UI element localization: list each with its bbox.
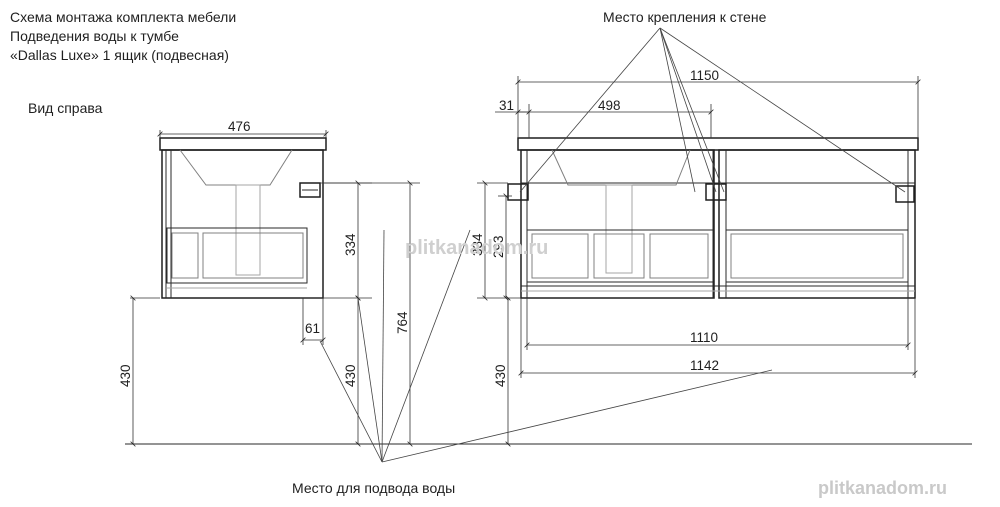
wall-mount-label: Место крепления к стене — [603, 9, 767, 25]
front-wall-bracket-2 — [705, 183, 727, 201]
dim-front-293: 293 — [491, 235, 506, 258]
dim-front-1110: 1110 — [690, 330, 718, 345]
side-siphon — [235, 184, 261, 276]
side-dimensions: 476 334 764 430 430 61 — [118, 119, 420, 447]
side-countertop — [159, 137, 327, 151]
front-dimensions: 1150 31 498 334 293 430 1110 1142 — [470, 68, 921, 447]
watermark-corner: plitkanadom.ru — [818, 478, 947, 498]
water-supply-leaders — [319, 229, 773, 463]
dim-front-1150: 1150 — [690, 68, 719, 83]
front-right-unit — [718, 149, 916, 299]
side-view-label: Вид справа — [28, 100, 103, 116]
dim-side-61: 61 — [305, 321, 320, 336]
dim-front-31: 31 — [499, 98, 514, 113]
water-supply-label: Место для подвода воды — [292, 480, 455, 496]
dim-front-334: 334 — [470, 233, 485, 256]
front-view-cabinet — [507, 137, 919, 299]
front-left-unit — [520, 149, 715, 299]
title-line-2: Подведения воды к тумбе — [10, 28, 179, 44]
front-wall-bracket-3 — [895, 185, 915, 203]
dim-side-334: 334 — [343, 233, 358, 256]
side-body — [161, 149, 324, 299]
title-line-1: Схема монтажа комплекта мебели — [10, 9, 236, 25]
side-basin — [179, 149, 293, 186]
side-wall-bracket — [299, 182, 321, 198]
front-wall-bracket-1 — [507, 183, 529, 201]
dim-side-water-430: 430 — [343, 364, 358, 387]
dim-front-498: 498 — [598, 98, 621, 113]
dim-front-water-430: 430 — [493, 364, 508, 387]
dim-side-width: 476 — [228, 119, 251, 134]
front-countertop — [517, 137, 919, 151]
dim-front-1142: 1142 — [690, 358, 719, 373]
dim-side-764: 764 — [395, 311, 410, 334]
side-view-cabinet — [159, 137, 327, 299]
watermark-center: plitkanadom.ru — [405, 237, 548, 259]
front-basin — [551, 149, 691, 186]
dim-floor-430: 430 — [118, 364, 133, 387]
front-siphon — [605, 184, 633, 274]
title-line-3: «Dallas Luxe» 1 ящик (подвесная) — [10, 47, 229, 63]
wall-mount-leaders — [519, 27, 906, 193]
